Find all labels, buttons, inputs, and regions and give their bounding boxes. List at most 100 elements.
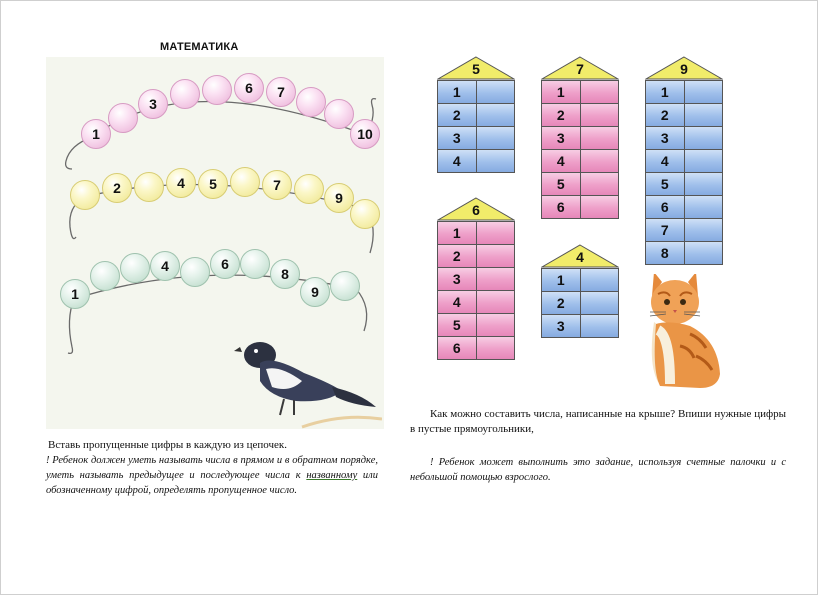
- given-number-cell: 2: [542, 104, 580, 126]
- bead-green-2: [90, 261, 120, 291]
- given-number-cell: 2: [438, 104, 476, 126]
- empty-answer-cell[interactable]: [683, 127, 722, 149]
- empty-answer-cell[interactable]: [683, 173, 722, 195]
- empty-answer-cell[interactable]: [683, 242, 722, 264]
- given-number-cell: 4: [438, 291, 476, 313]
- house-row: 3: [438, 126, 514, 149]
- bead-pink-9: [324, 99, 354, 129]
- roof-number: 7: [576, 61, 584, 77]
- ginger-cat-illustration: [649, 274, 720, 388]
- empty-answer-cell[interactable]: [683, 150, 722, 172]
- empty-answer-cell[interactable]: [579, 81, 618, 103]
- bead-yellow-5: 5: [198, 169, 228, 199]
- given-number-cell: 3: [646, 127, 684, 149]
- empty-answer-cell[interactable]: [683, 196, 722, 218]
- empty-answer-cell[interactable]: [579, 292, 618, 314]
- given-number-cell: 1: [542, 81, 580, 103]
- given-number-cell: 1: [438, 81, 476, 103]
- house-row: 1: [646, 80, 722, 103]
- house-row: 3: [646, 126, 722, 149]
- empty-answer-cell[interactable]: [475, 314, 514, 336]
- roof-number: 4: [576, 249, 584, 265]
- empty-answer-cell[interactable]: [475, 222, 514, 244]
- bead-yellow-9: 9: [324, 183, 354, 213]
- house-row: 2: [542, 103, 618, 126]
- bead-green-4: 4: [150, 251, 180, 281]
- house-row: 2: [438, 244, 514, 267]
- bead-green-10: [330, 271, 360, 301]
- roof-number: 9: [680, 61, 688, 77]
- left-instruction: Вставь пропущенные цифры в каждую из цеп…: [48, 439, 287, 451]
- empty-answer-cell[interactable]: [475, 104, 514, 126]
- right-task-text: Как можно составить числа, написанные на…: [410, 407, 786, 485]
- given-number-cell: 5: [542, 173, 580, 195]
- given-number-cell: 4: [646, 150, 684, 172]
- house-row: 5: [646, 172, 722, 195]
- empty-answer-cell[interactable]: [475, 127, 514, 149]
- house-row: 4: [438, 149, 514, 172]
- empty-answer-cell[interactable]: [475, 81, 514, 103]
- given-number-cell: 2: [542, 292, 580, 314]
- bead-pink-1: 1: [81, 119, 111, 149]
- house-row: 6: [542, 195, 618, 218]
- house-row: 1: [542, 268, 618, 291]
- bead-pink-6: 6: [234, 73, 264, 103]
- house-roof: 5: [437, 56, 515, 80]
- left-parent-note: ! Ребенок должен уметь называть числа в …: [46, 453, 378, 498]
- empty-answer-cell[interactable]: [683, 219, 722, 241]
- bead-green-6: 6: [210, 249, 240, 279]
- given-number-cell: 3: [542, 315, 580, 337]
- bead-green-3: [120, 253, 150, 283]
- empty-answer-cell[interactable]: [475, 150, 514, 172]
- empty-answer-cell[interactable]: [475, 245, 514, 267]
- empty-answer-cell[interactable]: [579, 315, 618, 337]
- left-task-text: Вставь пропущенные цифры в каждую из цеп…: [46, 438, 378, 498]
- bead-yellow-2: 2: [102, 173, 132, 203]
- bead-yellow-6: [230, 167, 260, 197]
- given-number-cell: 2: [646, 104, 684, 126]
- empty-answer-cell[interactable]: [579, 269, 618, 291]
- house-roof: 9: [645, 56, 723, 80]
- given-number-cell: 1: [646, 81, 684, 103]
- empty-answer-cell[interactable]: [475, 268, 514, 290]
- empty-answer-cell[interactable]: [579, 104, 618, 126]
- given-number-cell: 6: [646, 196, 684, 218]
- house-row: 3: [438, 267, 514, 290]
- empty-answer-cell[interactable]: [579, 127, 618, 149]
- house-row: 6: [646, 195, 722, 218]
- empty-answer-cell[interactable]: [579, 150, 618, 172]
- bead-green-7: [240, 249, 270, 279]
- house-roof: 6: [437, 197, 515, 221]
- given-number-cell: 5: [646, 173, 684, 195]
- given-number-cell: 7: [646, 219, 684, 241]
- house-row: 5: [542, 172, 618, 195]
- bead-yellow-8: [294, 174, 324, 204]
- house-row: 1: [438, 221, 514, 244]
- left-note-underlined: названному: [306, 470, 358, 481]
- empty-answer-cell[interactable]: [475, 291, 514, 313]
- house-row: 7: [646, 218, 722, 241]
- bead-pink-7: 7: [266, 77, 296, 107]
- given-number-cell: 5: [438, 314, 476, 336]
- bead-yellow-7: 7: [262, 170, 292, 200]
- empty-answer-cell[interactable]: [683, 104, 722, 126]
- bead-pink-3: 3: [138, 89, 168, 119]
- house-row: 3: [542, 126, 618, 149]
- empty-answer-cell[interactable]: [579, 173, 618, 195]
- roof-number: 6: [472, 202, 480, 218]
- empty-answer-cell[interactable]: [475, 337, 514, 359]
- right-parent-note: ! Ребенок может выполнить это задание, и…: [410, 457, 786, 483]
- house-row: 5: [438, 313, 514, 336]
- house-row: 4: [438, 290, 514, 313]
- empty-answer-cell[interactable]: [579, 196, 618, 218]
- house-row: 6: [438, 336, 514, 359]
- empty-answer-cell[interactable]: [683, 81, 722, 103]
- given-number-cell: 4: [438, 150, 476, 172]
- house-row: 1: [542, 80, 618, 103]
